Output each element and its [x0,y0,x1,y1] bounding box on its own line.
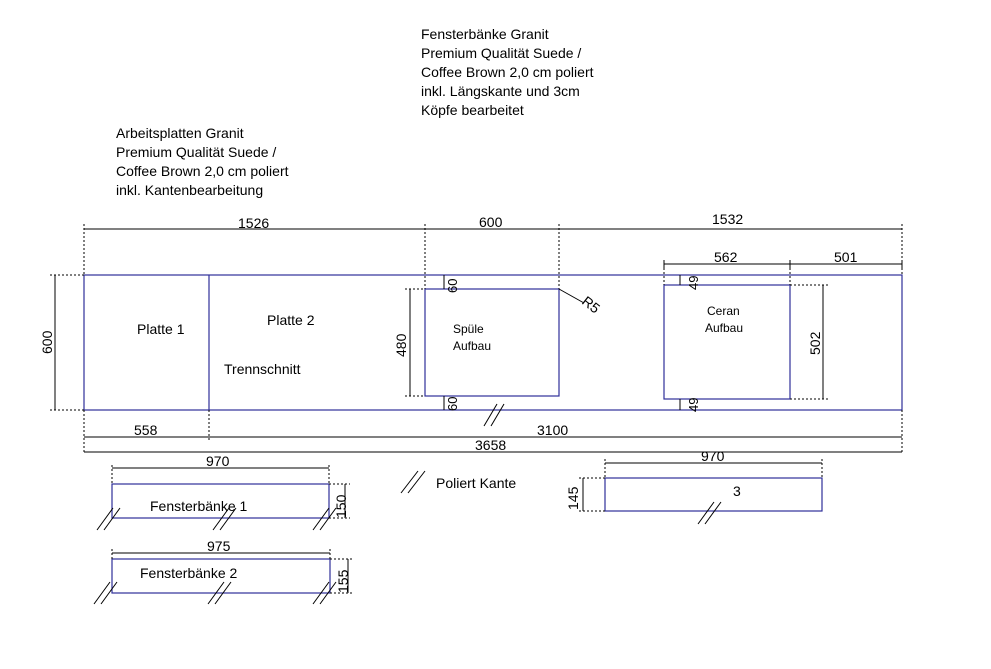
dim-562: 562 [714,249,738,265]
dim-49-bottom: 49 [686,398,701,412]
dim-155: 155 [335,569,351,593]
label-ceran: Ceran [707,304,740,318]
dim-600-top: 600 [479,214,503,230]
note-line: Coffee Brown 2,0 cm poliert [421,64,594,80]
note-line: inkl. Längskante und 3cm [421,83,580,99]
note-line: Köpfe bearbeitet [421,102,524,118]
label-spuele: Spüle [453,322,484,336]
note-line: Coffee Brown 2,0 cm poliert [116,163,289,179]
label-platte-1: Platte 1 [137,321,185,337]
countertop-outline [83,274,903,411]
label-fensterbaenke-3: 3 [733,483,741,499]
polish-marks-fb1 [96,507,337,531]
label-spuele-aufbau: Aufbau [453,339,491,353]
label-trennschnitt: Trennschnitt [224,361,301,377]
dim-480: 480 [393,333,409,357]
label-fensterbaenke-2: Fensterbänke 2 [140,565,237,581]
note-fensterbaenke: Fensterbänke Granit Premium Qualität Sue… [421,25,594,120]
dim-970-fb3: 970 [701,448,725,464]
note-line: Premium Qualität Suede / [116,144,277,160]
dim-49-top: 49 [686,276,701,290]
dim-975: 975 [207,538,231,554]
note-arbeitsplatten: Arbeitsplatten Granit Premium Qualität S… [116,124,289,200]
dim-502: 502 [807,331,823,355]
note-line: Fensterbänke Granit [421,26,549,42]
fensterbank-3 [604,477,823,512]
radius-label: R5 [579,293,603,317]
sink-cutout [424,288,560,397]
fensterbank-1 [111,483,330,519]
dim-60-top: 60 [445,279,460,293]
note-line: Arbeitsplatten Granit [116,125,244,141]
polish-mark-fb3 [697,501,722,525]
polish-mark-legend [400,470,426,494]
dim-1532: 1532 [712,211,743,227]
fensterbank-2 [111,558,331,594]
dim-558: 558 [134,422,158,438]
label-poliert-kante: Poliert Kante [436,475,516,491]
dim-60-bottom: 60 [445,397,460,411]
cooktop-cutout [663,284,791,400]
dim-150: 150 [333,494,349,518]
label-ceran-aufbau: Aufbau [705,321,743,335]
label-fensterbaenke-1: Fensterbänke 1 [150,498,247,514]
dim-3100: 3100 [537,422,568,438]
dim-3658: 3658 [475,437,506,453]
note-line: Premium Qualität Suede / [421,45,582,61]
dim-145: 145 [565,486,581,510]
polish-mark-countertop [483,403,505,427]
dim-600-left: 600 [39,330,55,354]
dim-970-fb1: 970 [206,453,230,469]
label-platte-2: Platte 2 [267,312,315,328]
polish-marks-fb2 [93,581,337,605]
note-line: inkl. Kantenbearbeitung [116,182,264,198]
dim-1526: 1526 [238,215,269,231]
dim-501: 501 [834,249,858,265]
radius-leader [558,288,585,304]
